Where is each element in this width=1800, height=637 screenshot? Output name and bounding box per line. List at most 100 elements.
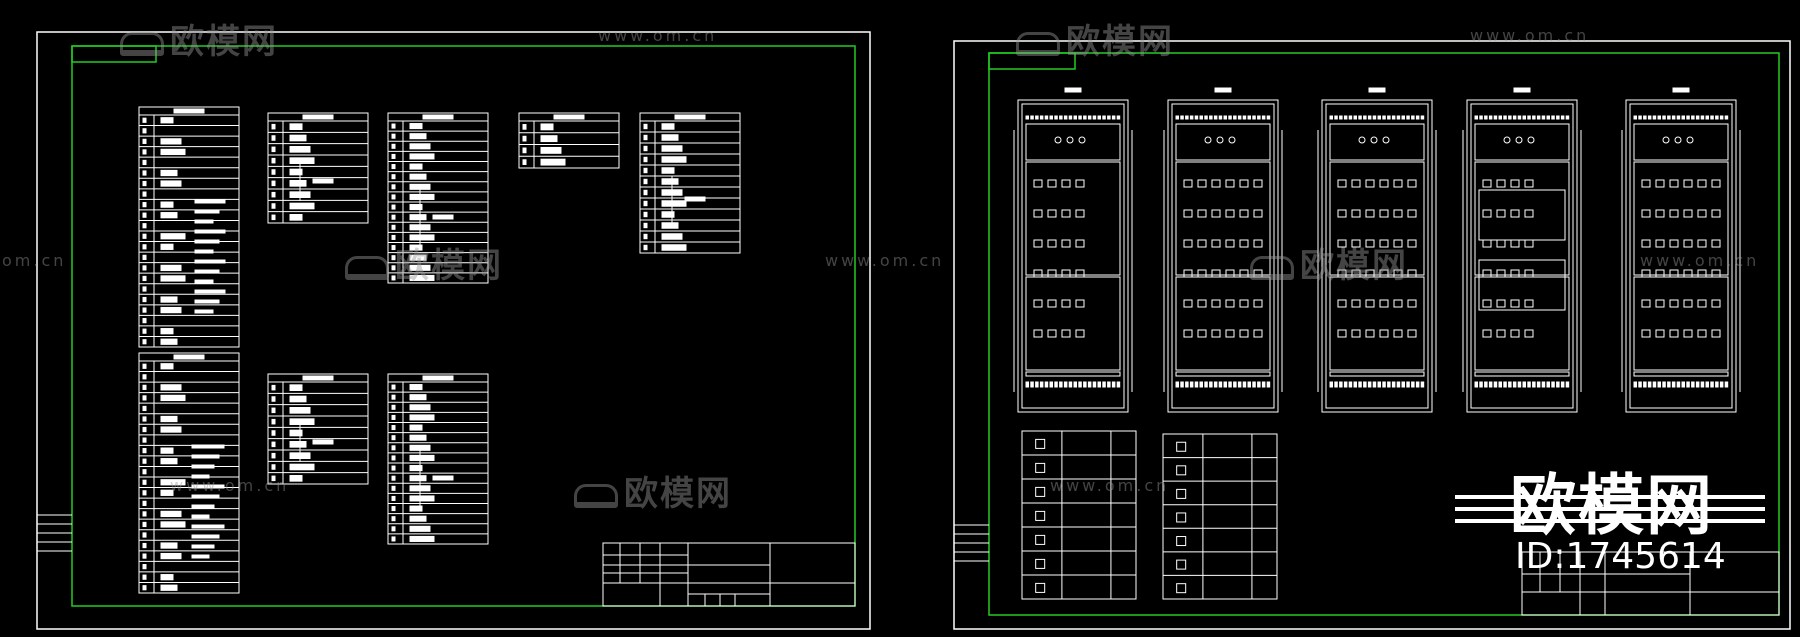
row-text-mark: [409, 505, 423, 512]
device-mark: [1365, 269, 1375, 278]
row-text-mark: [289, 146, 311, 153]
cabinet-elevation: [1462, 87, 1582, 413]
row-number-mark: [391, 224, 396, 230]
device-mark: [1351, 179, 1361, 188]
row-text-mark: [409, 525, 431, 532]
device-mark: [1061, 179, 1071, 188]
device-mark: [1524, 269, 1534, 278]
row-number-mark: [271, 464, 276, 470]
cabinet-panel: [1474, 371, 1570, 377]
table-title-bar: [422, 375, 454, 381]
row-number-mark: [142, 212, 147, 218]
cabinet-panel: [1175, 276, 1271, 371]
row-number-mark: [271, 180, 276, 187]
device-mark: [1365, 299, 1375, 308]
device-mark: [1510, 299, 1520, 308]
row-number-mark: [142, 233, 147, 239]
terminal-mark: [1073, 381, 1077, 388]
cabinet-inner: [1470, 103, 1574, 409]
device-mark: [1482, 269, 1492, 278]
device-mark: [1697, 299, 1707, 308]
device-mark: [1669, 239, 1679, 248]
row-text-mark: [160, 584, 178, 591]
terminal-mark: [1676, 381, 1681, 388]
device-mark: [1337, 329, 1347, 338]
row-text-mark: [289, 123, 303, 131]
device-mark: [1211, 269, 1221, 278]
terminal-mark: [1261, 381, 1266, 388]
device-mark: [1379, 179, 1389, 188]
row-number-mark: [391, 174, 396, 180]
row-text-mark: [409, 274, 435, 281]
device-mark: [1225, 329, 1235, 338]
terminal-mark: [1662, 381, 1666, 388]
terminal-mark: [1420, 115, 1425, 120]
cabinet-panel: [1633, 276, 1729, 371]
row-number-mark: [142, 159, 147, 166]
row-text-mark: [409, 143, 431, 150]
knob-mark: [1066, 136, 1074, 144]
terminal-mark: [1652, 115, 1657, 120]
legend-table: [1021, 430, 1137, 600]
device-mark: [1482, 299, 1492, 308]
table-border: [639, 112, 741, 254]
row-text-mark: [160, 212, 178, 219]
row-number-mark: [142, 265, 147, 271]
legend-symbol: [1035, 558, 1046, 569]
terminal-mark: [1063, 115, 1068, 120]
row-number-mark: [142, 395, 147, 401]
row-number-mark: [142, 405, 147, 412]
row-text-mark: [160, 489, 174, 496]
device-mark: [1033, 329, 1043, 338]
cabinet-panel: [1175, 123, 1271, 161]
row-text-mark: [160, 458, 178, 465]
terminal-mark: [1204, 115, 1208, 120]
row-number-mark: [391, 404, 396, 410]
terminal-mark: [1508, 381, 1512, 388]
row-value-mark: [191, 444, 225, 449]
terminal-mark: [1565, 115, 1570, 120]
device-mark: [1711, 239, 1721, 248]
row-number-mark: [271, 169, 276, 175]
device-mark: [1379, 299, 1389, 308]
row-text-mark: [661, 167, 675, 174]
terminal-mark: [1213, 115, 1218, 120]
row-number-mark: [391, 214, 396, 220]
row-number-mark: [391, 394, 396, 400]
terminal-mark: [1353, 115, 1357, 120]
brand-stamp-title: 欧模网: [1510, 467, 1714, 544]
terminal-mark: [1189, 381, 1194, 388]
row-text-mark: [409, 424, 423, 431]
row-text-mark: [409, 465, 423, 472]
terminal-mark: [1382, 381, 1386, 388]
row-number-mark: [142, 296, 147, 303]
table-title-bar: [173, 354, 205, 360]
watermark-brand: 欧模网: [345, 238, 503, 287]
terminal-mark: [1657, 381, 1661, 388]
cabinet-tag-mark: [1214, 87, 1232, 93]
row-number-mark: [142, 363, 147, 369]
watermark-url: www.om.cn: [598, 26, 718, 45]
device-mark: [1683, 179, 1693, 188]
terminal-mark: [1551, 115, 1555, 120]
row-number-mark: [391, 465, 396, 471]
row-text-mark: [160, 117, 174, 124]
row-text-mark: [160, 510, 182, 518]
row-number-mark: [271, 396, 276, 402]
row-number-mark: [391, 516, 396, 522]
watermark-logo-icon: [574, 483, 618, 508]
row-number-mark: [643, 200, 648, 207]
terminal-mark: [1252, 115, 1256, 120]
row-number-mark: [391, 194, 396, 200]
terminal-mark: [1111, 381, 1116, 388]
row-text-mark: [289, 407, 311, 414]
device-mark: [1407, 179, 1417, 188]
device-mark: [1033, 179, 1043, 188]
row-value-mark: [191, 554, 210, 559]
knob-mark: [1674, 136, 1682, 144]
device-mark: [1524, 209, 1534, 218]
row-text-mark: [289, 168, 303, 176]
row-text-mark: [160, 148, 186, 156]
device-mark: [1524, 179, 1534, 188]
group-label-mark: [432, 475, 454, 481]
